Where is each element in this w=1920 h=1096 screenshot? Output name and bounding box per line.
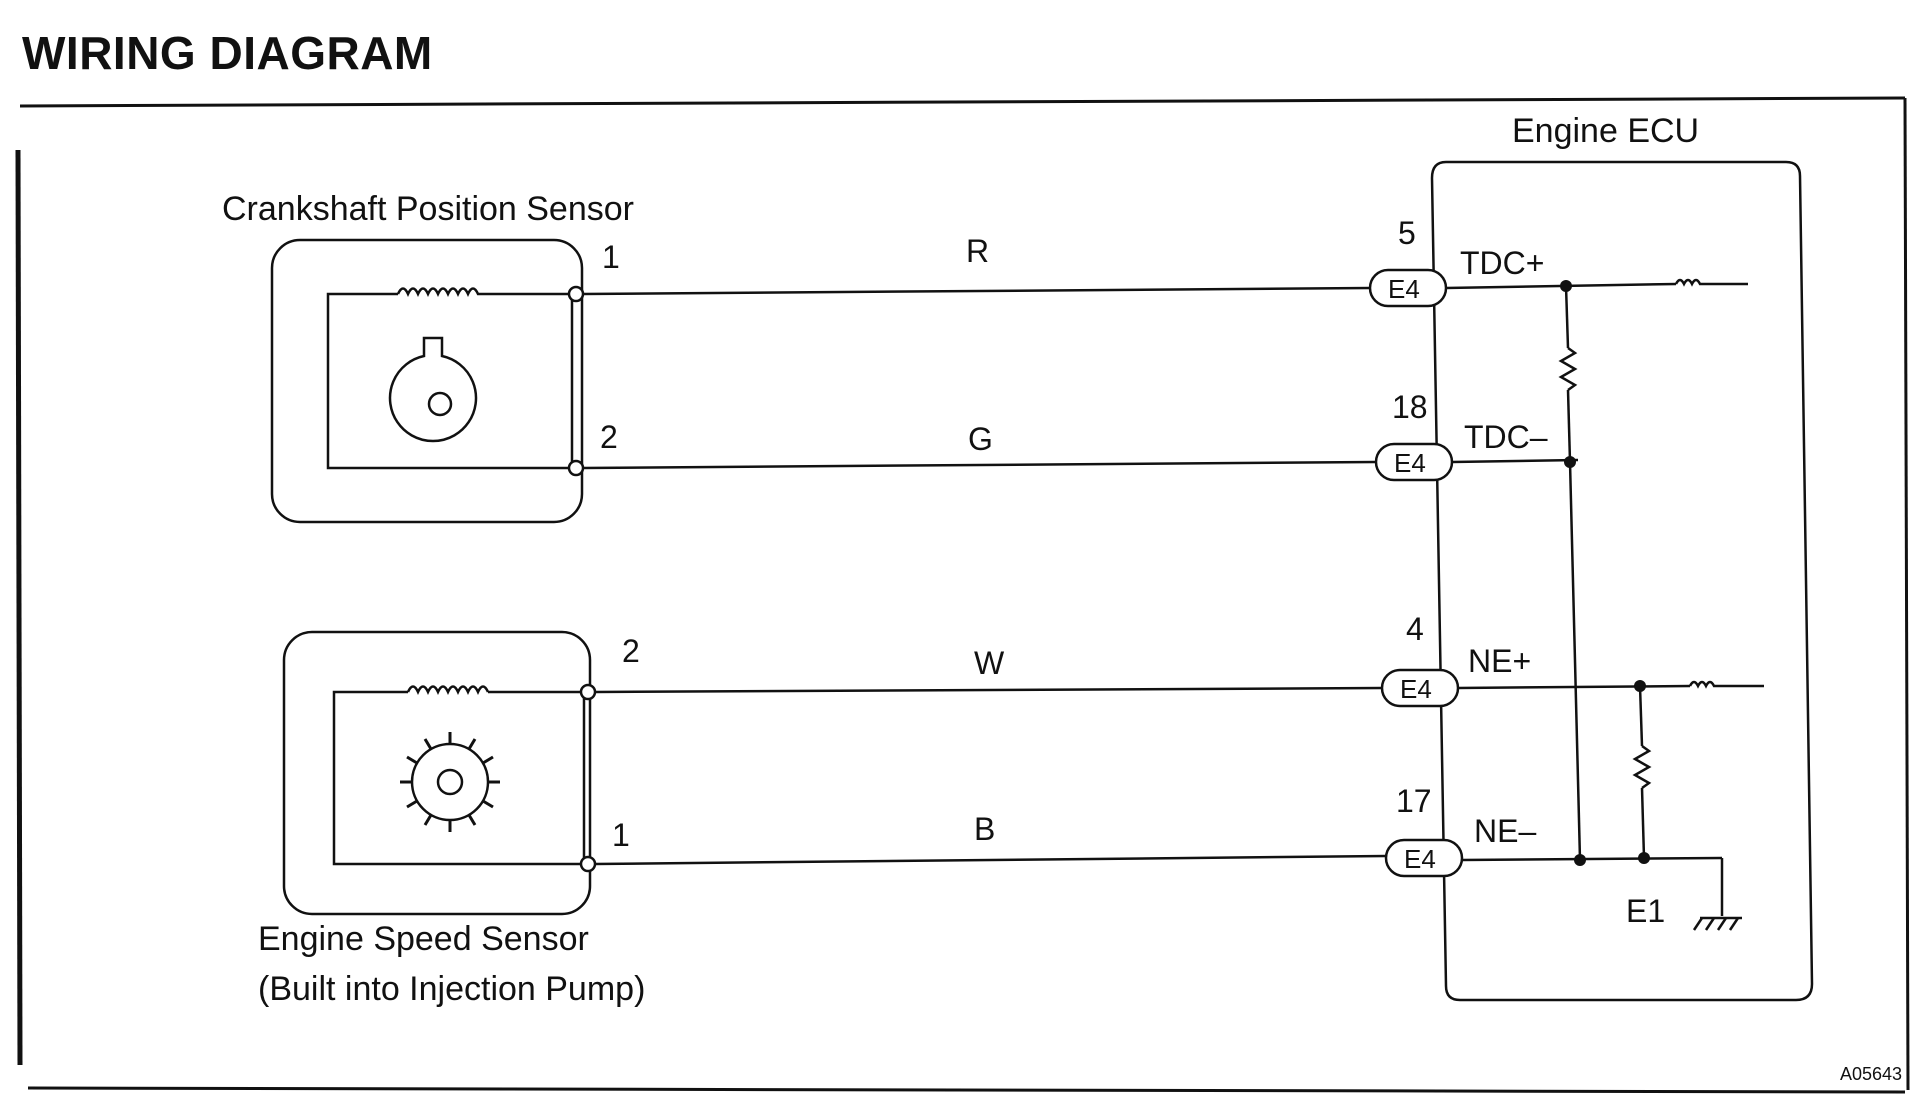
engine-ecu — [1430, 160, 1814, 1002]
speed-sensor-pin-1: 1 — [612, 817, 630, 853]
resistor-icon — [1558, 346, 1578, 392]
ecu-label: Engine ECU — [1512, 112, 1699, 150]
frame — [15, 96, 1910, 1094]
crankshaft-pin-1: 1 — [602, 239, 620, 275]
ecu-pin-17: 17 — [1396, 783, 1432, 819]
speed-sensor-label: Engine Speed Sensor — [258, 920, 589, 958]
crankshaft-pin-2: 2 — [600, 419, 618, 455]
timing-rotor-icon — [388, 336, 478, 443]
wire-color-G: G — [968, 421, 993, 457]
signal-tdc-minus: TDC– — [1464, 419, 1548, 455]
crankshaft-sensor-label: Crankshaft Position Sensor — [222, 190, 634, 228]
engine-speed-sensor — [282, 630, 592, 916]
ecu-pin-18: 18 — [1392, 389, 1428, 425]
ground-label-e1: E1 — [1626, 893, 1665, 929]
ground-icon — [1692, 916, 1742, 931]
resistor-icon — [1632, 744, 1652, 790]
gear-icon — [400, 732, 500, 832]
speed-sensor-sublabel: (Built into Injection Pump) — [258, 970, 645, 1008]
signal-tdc-plus: TDC+ — [1460, 245, 1544, 281]
page-title: WIRING DIAGRAM — [22, 27, 433, 79]
figure-code: A05643 — [1840, 1064, 1902, 1084]
coil-icon — [406, 685, 490, 696]
wire-color-B: B — [974, 811, 995, 847]
speed-sensor-pin-2: 2 — [622, 633, 640, 669]
connector-e4-tdc-minus: E4 — [1394, 448, 1426, 478]
connector-e4-tdc-plus: E4 — [1388, 274, 1420, 304]
ecu-pin-5: 5 — [1398, 215, 1416, 251]
connector-e4-ne-plus: E4 — [1400, 674, 1432, 704]
connector-e4-ne-minus: E4 — [1404, 844, 1436, 874]
wire-color-W: W — [974, 645, 1005, 681]
crankshaft-sensor — [270, 238, 584, 524]
signal-ne-plus: NE+ — [1468, 643, 1531, 679]
ecu-pin-4: 4 — [1406, 611, 1424, 647]
signal-ne-minus: NE– — [1474, 813, 1536, 849]
wire-color-R: R — [966, 233, 989, 269]
connectors — [1368, 268, 1464, 878]
coil-icon — [396, 287, 482, 298]
wires — [582, 286, 1387, 866]
